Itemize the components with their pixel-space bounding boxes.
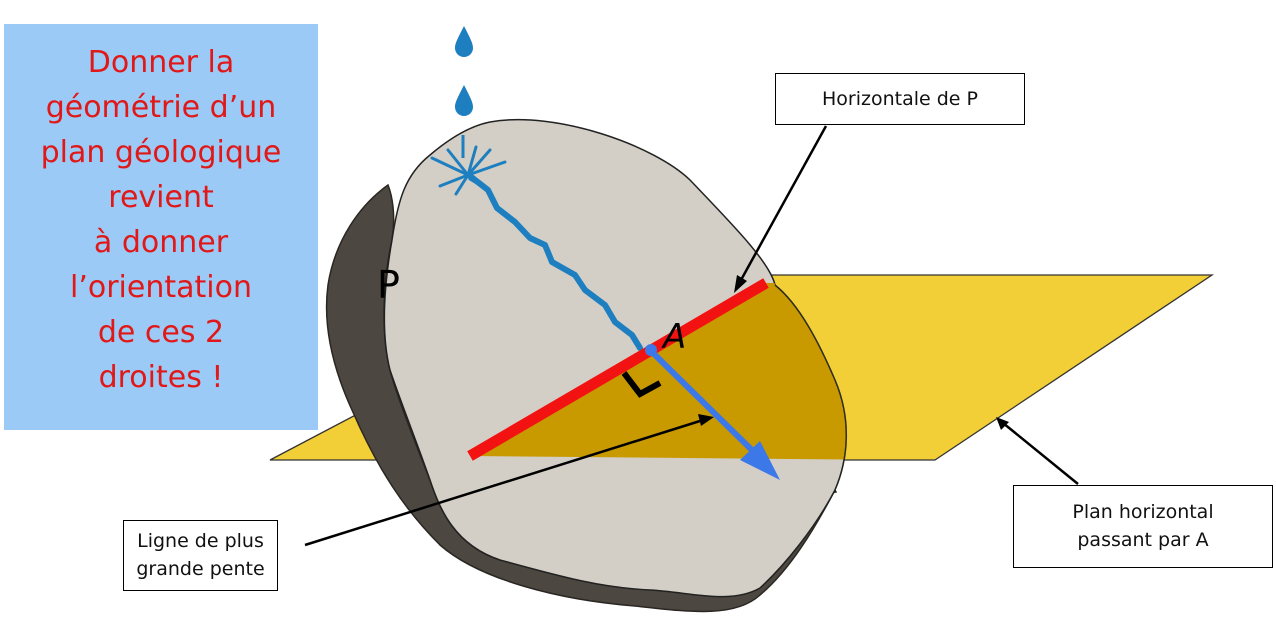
pointer-plan	[1002, 422, 1079, 485]
note-line: revient	[108, 180, 214, 215]
pointer-ligne	[304, 419, 701, 547]
pointer-horizontale-head	[734, 275, 747, 293]
water-drop-icon	[455, 85, 473, 116]
callout-ligne-plus-grande-pente: Ligne de plus grande pente	[123, 520, 278, 591]
point-a-marker	[645, 344, 657, 356]
intersection-region	[470, 283, 847, 460]
splash-icon	[430, 145, 507, 196]
dip-arrow-head	[740, 441, 780, 480]
pointer-plan-head	[996, 417, 1009, 430]
water-drop-icon	[455, 26, 473, 57]
note-line: droites !	[98, 360, 224, 395]
dip-arrow-shaft	[647, 347, 762, 460]
pointer-lines	[304, 125, 1079, 547]
right-angle-symbol	[621, 371, 662, 398]
pointer-horizontale	[739, 125, 828, 281]
note-line: à donner	[93, 225, 229, 260]
callout-ligne-text-2: grande pente	[136, 558, 265, 580]
horizontal-line-p	[467, 278, 769, 461]
note-line: plan géologique	[40, 135, 282, 170]
note-line: de ces 2	[97, 315, 225, 350]
callout-plan-horizontal: Plan horizontal passant par A	[1013, 485, 1273, 568]
note-line: Donner la	[87, 45, 235, 80]
callout-horizontale: Horizontale de P	[775, 73, 1025, 125]
callout-horizontale-text: Horizontale de P	[822, 88, 978, 110]
water-flow-line	[467, 173, 643, 351]
plane-p-label: P	[377, 263, 400, 307]
instruction-note: Donner la géométrie d’un plan géologique…	[4, 24, 318, 430]
callout-plan-text-2: passant par A	[1077, 529, 1209, 551]
note-line: géométrie d’un	[45, 90, 277, 125]
callout-ligne-text-1: Ligne de plus	[137, 530, 264, 552]
plane-p-outline-right	[774, 284, 847, 491]
plane-p-face	[383, 118, 848, 598]
callout-plan-text-1: Plan horizontal	[1072, 501, 1214, 523]
note-line: l’orientation	[70, 270, 252, 305]
pointer-ligne-head	[698, 414, 714, 426]
point-a-label: A	[663, 317, 687, 357]
